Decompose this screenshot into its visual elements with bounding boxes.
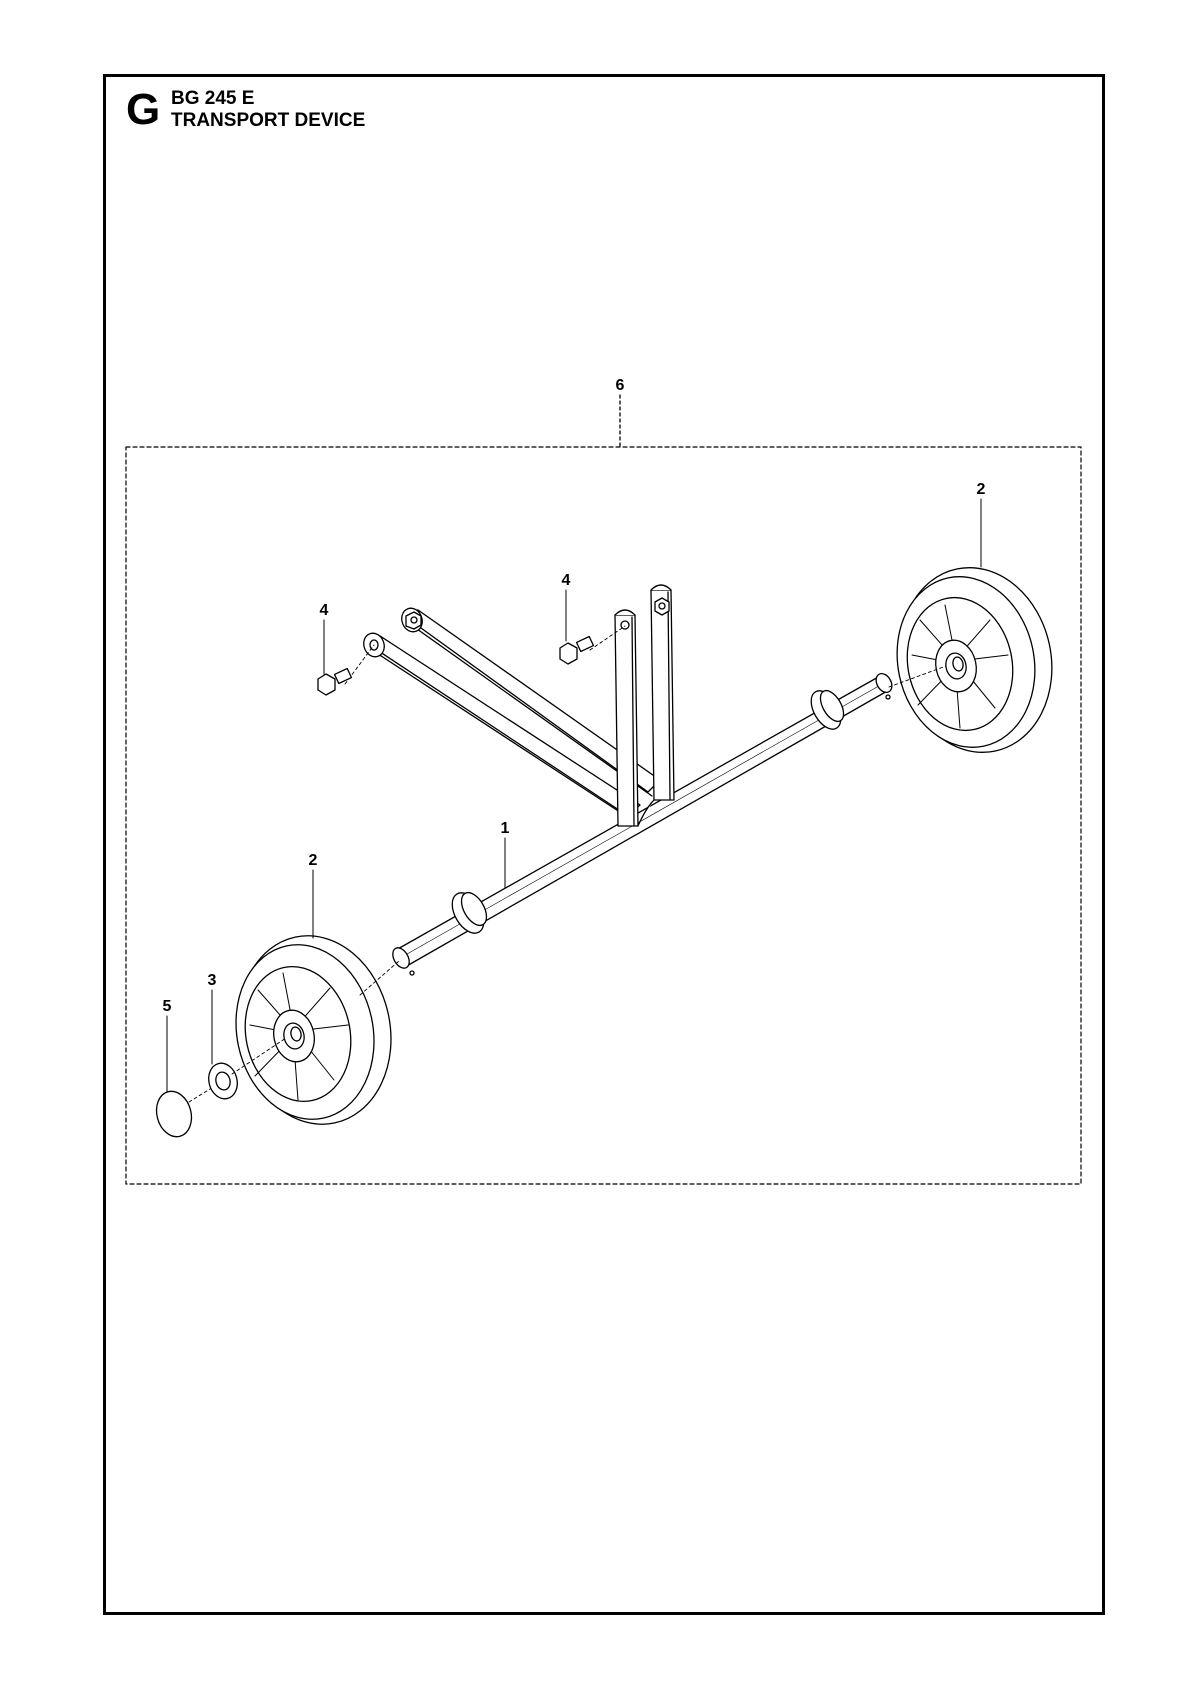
page-frame: [103, 74, 1105, 1615]
callout-3: 3: [208, 972, 217, 989]
kit-boundary: [125, 446, 1082, 1185]
washer: [208, 1037, 287, 1100]
callout-numbers: 6 1 2 2 3 5 4 4: [163, 377, 986, 1015]
uprights: [614, 584, 675, 827]
wheel-left: [235, 935, 400, 1125]
callout-6: 6: [616, 377, 625, 394]
screw-left: [317, 644, 375, 696]
callout-1: 1: [501, 820, 510, 837]
leader-lines: [166, 498, 982, 1093]
section-title: TRANSPORT DEVICE: [171, 110, 366, 131]
callout-4-left: 4: [320, 602, 329, 619]
callout-2-left: 2: [309, 852, 318, 869]
axle: [392, 673, 893, 976]
model-name: BG 245 E: [171, 88, 255, 109]
screw-right: [559, 625, 626, 665]
section-letter: G: [126, 85, 161, 134]
callout-2-right: 2: [977, 481, 986, 498]
callout-5: 5: [163, 998, 172, 1015]
frame-arms: [363, 607, 661, 821]
callout-4-right: 4: [562, 572, 571, 589]
wheel-right: [888, 567, 1053, 753]
hub-cap: [155, 1088, 211, 1138]
